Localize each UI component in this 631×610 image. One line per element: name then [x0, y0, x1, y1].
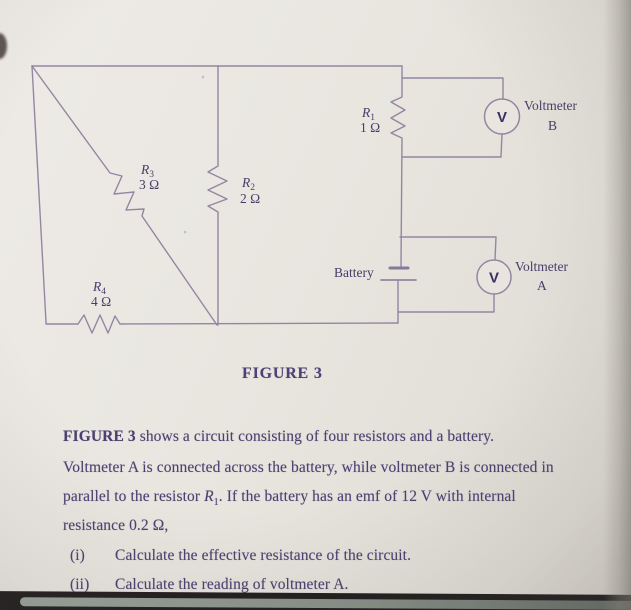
label-voltmeter-a: Voltmeter [515, 259, 568, 274]
problem-line-1: FIGURE 3 shows a circuit consisting of f… [63, 428, 494, 446]
figure-caption: FIGURE 3 [242, 365, 323, 382]
question-item-ii-marker: (ii) [70, 576, 90, 593]
problem-line-3-pre: parallel to the resistor [63, 488, 205, 505]
photo-artifact-blob [0, 33, 7, 59]
label-r3: R3 [140, 162, 154, 180]
wire-voltmeter-b-top [401, 77, 504, 100]
problem-line-1-rest: shows a circuit consisting of four resis… [135, 428, 495, 445]
circuit-diagram: V V R1 1 Ω R3 3 Ω R2 2 Ω R4 4 Ω Battery … [31, 65, 577, 334]
label-r1: R1 [361, 105, 375, 123]
question-item-i-marker: (i) [70, 547, 85, 564]
problem-line-1-bold: FIGURE 3 [63, 428, 136, 445]
label-r4-value: 4 Ω [91, 294, 111, 309]
wire-bottom-resistor-r4 [45, 314, 399, 334]
wire-diagonal-resistor-r3 [31, 65, 218, 326]
label-voltmeter-a-name: A [537, 278, 547, 293]
voltmeter-b-dial [483, 98, 521, 135]
problem-line-3-r-sub: 1 [213, 497, 219, 509]
problem-line-4: resistance 0.2 Ω, [63, 517, 169, 534]
problem-line-3: parallel to the resistor R1. If the batt… [63, 488, 516, 508]
wire-right-resistor-r1 [390, 65, 406, 268]
wire-voltmeter-a-top [399, 236, 497, 261]
question-item-i-text: Calculate the effective resistance of th… [115, 547, 412, 564]
problem-line-3-r: R [204, 488, 214, 505]
label-battery: Battery [334, 265, 374, 280]
voltmeter-a-symbol: V [489, 270, 499, 287]
question-item-ii-text: Calculate the reading of voltmeter A. [115, 576, 349, 593]
wire-voltmeter-a-bottom [397, 293, 495, 313]
label-voltmeter-b-name: B [548, 118, 557, 133]
page-bottom-edge [0, 591, 631, 610]
dust-speck [201, 75, 205, 79]
problem-line-3-post: . If the battery has an emf of 12 V with… [218, 488, 516, 505]
label-r1-value: 1 Ω [360, 120, 380, 135]
voltmeter-b-symbol: V [497, 109, 507, 126]
voltmeter-a-dial [476, 259, 512, 295]
page-bottom-strip [19, 597, 631, 610]
label-r2-value: 2 Ω [240, 191, 260, 206]
label-r4: R4 [92, 279, 106, 297]
label-r3-value: 3 Ω [139, 177, 159, 192]
dust-speck [183, 230, 187, 234]
wire-middle-resistor-r2 [207, 65, 228, 326]
wire-voltmeter-b-bottom [401, 133, 503, 158]
label-r2: R2 [241, 175, 255, 193]
question-item-i: (i) Calculate the effective resistance of… [70, 547, 411, 565]
question-item-ii: (ii) Calculate the reading of voltmeter A… [70, 576, 349, 594]
problem-line-2: Voltmeter A is connected across the batt… [63, 459, 554, 476]
label-voltmeter-b: Voltmeter [524, 98, 577, 113]
wire-left [31, 65, 47, 323]
